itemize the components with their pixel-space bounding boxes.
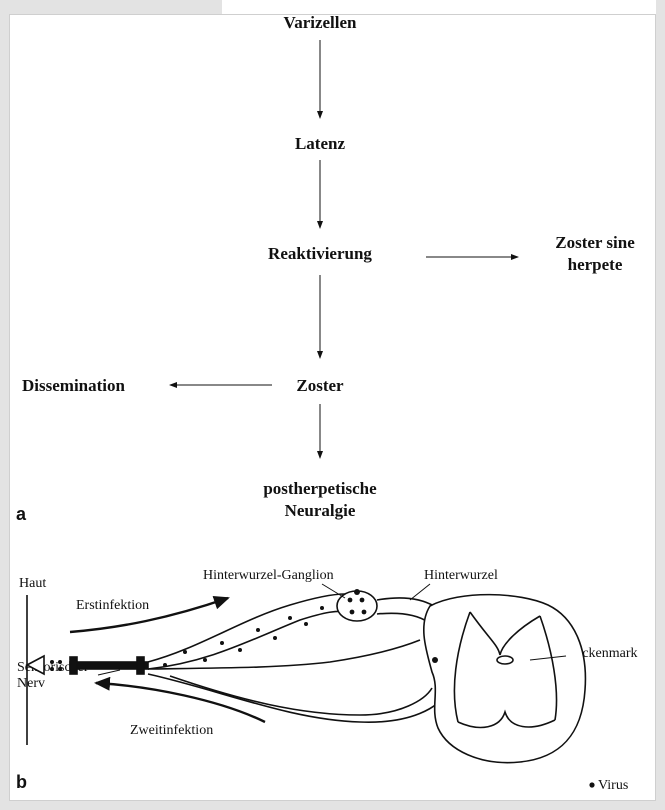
virus-dot	[348, 598, 353, 603]
virus-dot	[58, 660, 62, 664]
leader-hinterwurzel	[410, 584, 430, 600]
virus-dot	[220, 641, 224, 645]
virus-dot	[50, 660, 54, 664]
virus-dot	[203, 658, 207, 662]
nerve-fiber-lower	[148, 611, 348, 669]
virus-dot	[163, 663, 167, 667]
leader-sensorischer	[98, 670, 120, 675]
nerve-node-2	[137, 657, 144, 674]
ventral-root-inner	[170, 676, 432, 715]
virus-dot	[320, 606, 324, 610]
dorsal-root-outer	[377, 598, 434, 606]
virus-dot	[183, 650, 187, 654]
virus-dot	[354, 589, 360, 595]
virus-legend-dot	[589, 782, 594, 787]
virus-dot	[58, 667, 62, 671]
spinal-cord	[424, 595, 586, 763]
virus-dot	[304, 622, 308, 626]
arrow-erstinfektion	[70, 598, 228, 632]
ganglion	[337, 591, 377, 621]
flow-arrows	[170, 40, 518, 458]
nerve-ending	[27, 656, 44, 674]
virus-dot	[273, 636, 277, 640]
virus-dot	[362, 610, 367, 615]
ventral-root-upper	[148, 640, 420, 669]
virus-in-cord	[432, 657, 438, 663]
virus-dot	[360, 598, 365, 603]
nerve-illustration	[27, 584, 585, 763]
virus-dot	[50, 667, 54, 671]
nerve-node-1	[70, 657, 77, 674]
virus-dot	[256, 628, 260, 632]
arrow-zweitinfektion	[96, 683, 265, 722]
virus-dot	[238, 648, 242, 652]
virus-dot	[350, 610, 355, 615]
virus-dot	[288, 616, 292, 620]
nerve-fiber-upper	[148, 594, 345, 662]
